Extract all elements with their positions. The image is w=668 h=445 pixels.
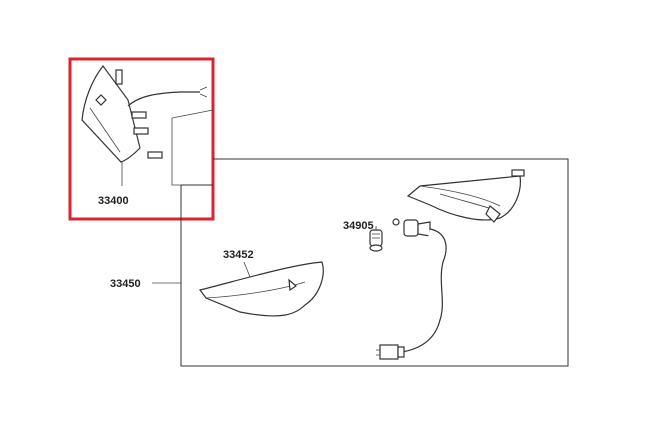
callout-34905: 34905 [343,220,374,232]
assembly-group-box [180,158,569,367]
callout-33452: 33452 [223,249,254,261]
screw-part[interactable] [392,218,400,226]
lens-cover-part[interactable] [198,261,324,317]
leader-line-33452 [243,261,251,278]
callout-33400: 33400 [98,195,129,207]
callout-33450: 33450 [110,278,141,290]
leader-line-upper [171,109,214,186]
turn-signal-assembly-left[interactable] [81,65,208,163]
highlight-frame [68,57,215,221]
bulb-part[interactable] [369,229,383,252]
turn-signal-assembly-right[interactable] [406,169,525,223]
socket-and-harness-part[interactable] [376,219,447,360]
